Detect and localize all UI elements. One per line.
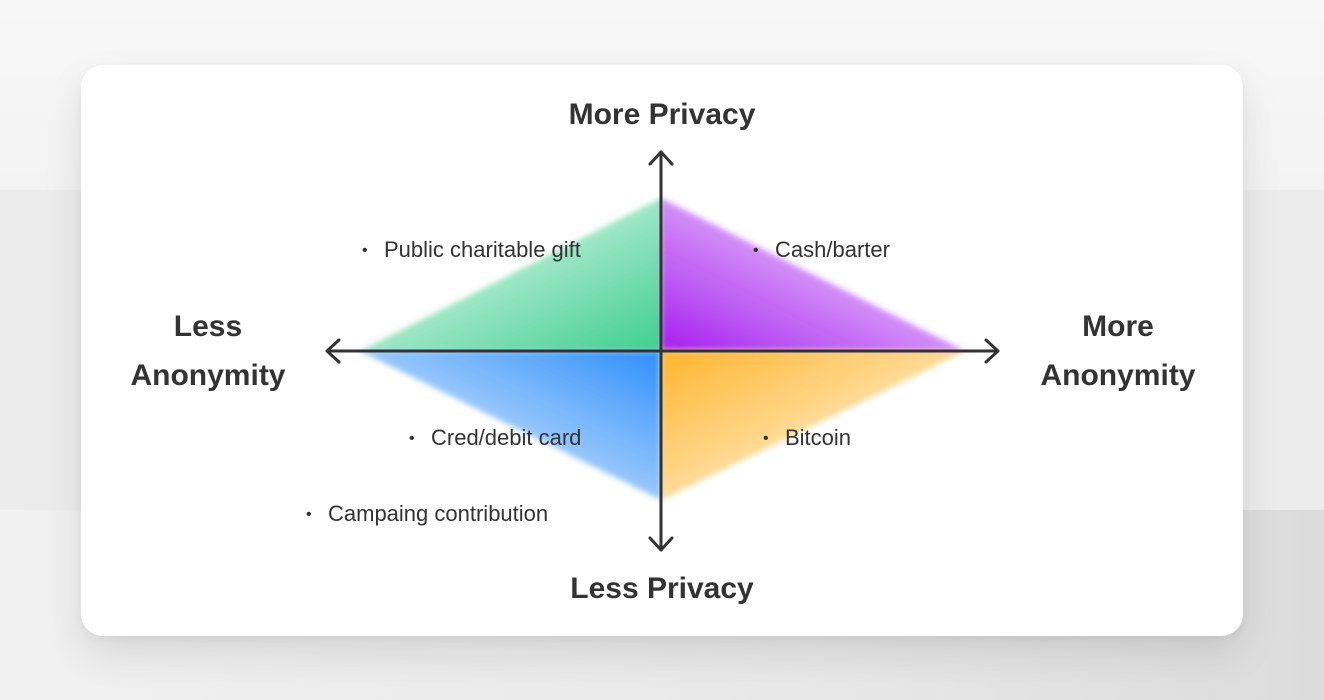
axis-label-left: Less Anonymity [130, 310, 286, 392]
arrow-right-icon [984, 338, 1000, 364]
item-cash-barter: • Cash/barter [753, 235, 890, 266]
item-cred-debit-card: • Cred/debit card [409, 423, 581, 454]
axis-label-right: More Anonymity [1040, 310, 1196, 392]
quadrant-bottom-left-fill [360, 351, 661, 500]
item-label: Cash/barter [775, 237, 890, 262]
axis-label-top: More Privacy [568, 98, 756, 131]
item-campaing-contribution: • Campaing contribution [306, 499, 548, 530]
item-label: Cred/debit card [431, 425, 582, 450]
arrow-left-icon [325, 338, 341, 364]
item-label: Bitcoin [785, 425, 852, 450]
quadrant-top-left-fill [360, 198, 661, 351]
quadrant-bottom-right-fill [661, 351, 965, 500]
axis-label-bottom: Less Privacy [570, 572, 754, 605]
item-bitcoin: • Bitcoin [763, 423, 851, 454]
arrow-up-icon [648, 150, 674, 166]
item-label: Campaing contribution [328, 501, 549, 526]
arrow-down-icon [648, 536, 674, 552]
item-label: Public charitable gift [384, 237, 581, 262]
bullet-icon: • [763, 430, 769, 447]
bullet-icon: • [362, 242, 368, 259]
axes [325, 150, 1000, 552]
bullet-icon: • [306, 506, 312, 523]
quadrant-top-right-fill [661, 198, 965, 351]
bullet-icon: • [753, 242, 759, 259]
item-public-charitable-gift: • Public charitable gift [362, 235, 581, 266]
bullet-icon: • [409, 430, 415, 447]
